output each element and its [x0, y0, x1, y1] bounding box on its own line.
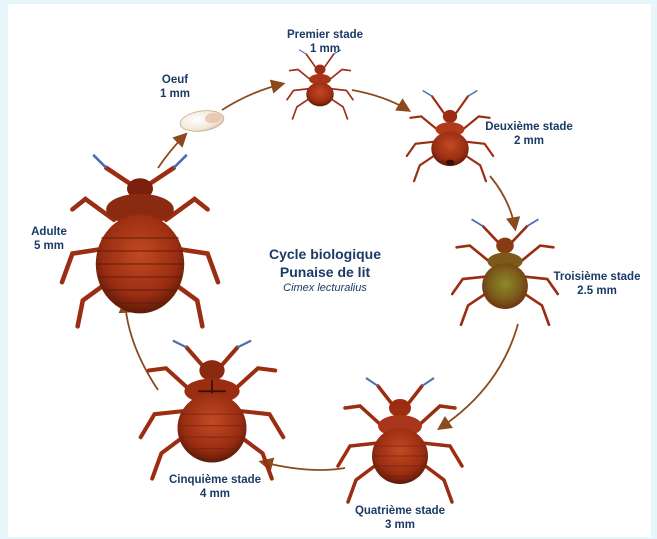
egg-size: 1 mm — [150, 87, 200, 101]
second-stage-name: Deuxième stade — [474, 120, 584, 134]
fourth-stage-bug — [338, 378, 462, 502]
adult-size: 5 mm — [22, 239, 76, 253]
first-stage-name: Premier stade — [270, 28, 380, 42]
fifth-stage-label: Cinquième stade 4 mm — [155, 473, 275, 501]
diagram-title: Cycle biologique Punaise de lit Cimex le… — [230, 245, 420, 296]
fifth-stage-size: 4 mm — [155, 487, 275, 501]
first-stage-size: 1 mm — [270, 42, 380, 56]
title-line-2: Punaise de lit — [230, 263, 420, 281]
fourth-stage-name: Quatrième stade — [345, 504, 455, 518]
title-line-1: Cycle biologique — [230, 245, 420, 263]
second-stage-size: 2 mm — [474, 134, 584, 148]
arrow-second-to-third — [490, 176, 515, 228]
egg-label: Oeuf 1 mm — [150, 73, 200, 101]
arrow-third-to-fourth — [440, 324, 518, 428]
fourth-stage-size: 3 mm — [345, 518, 455, 532]
arrow-adult-to-egg — [158, 135, 185, 168]
third-stage-label: Troisième stade 2.5 mm — [542, 270, 652, 298]
adult-label: Adulte 5 mm — [22, 225, 76, 253]
first-stage-label: Premier stade 1 mm — [270, 28, 380, 56]
arrow-first-to-second — [352, 90, 408, 110]
arrow-egg-to-first — [222, 84, 282, 110]
arrow-fifth-to-adult — [125, 302, 158, 390]
fourth-stage-label: Quatrième stade 3 mm — [345, 504, 455, 532]
egg-illustration — [179, 108, 225, 134]
adult-name: Adulte — [22, 225, 76, 239]
third-stage-name: Troisième stade — [542, 270, 652, 284]
egg-name: Oeuf — [150, 73, 200, 87]
first-stage-bug — [287, 50, 353, 119]
second-stage-label: Deuxième stade 2 mm — [474, 120, 584, 148]
adult-bug — [62, 155, 218, 327]
fifth-stage-bug — [141, 341, 284, 479]
title-latin-name: Cimex lecturalius — [230, 281, 420, 296]
third-stage-size: 2.5 mm — [542, 284, 652, 298]
arrow-fourth-to-fifth — [262, 462, 345, 470]
fifth-stage-name: Cinquième stade — [155, 473, 275, 487]
